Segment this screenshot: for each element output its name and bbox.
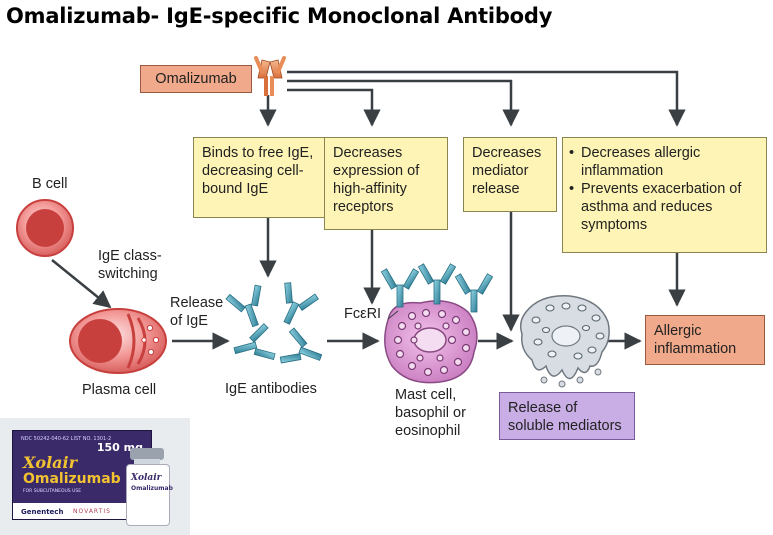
- pack-subtitle: FOR SUBCUTANEOUS USE: [23, 489, 82, 494]
- effect-box-receptors: Decreases expression of high-affinity re…: [324, 137, 448, 230]
- pack-strip: [13, 503, 151, 519]
- pack-maker-novartis: NOVARTIS: [73, 508, 111, 515]
- pack-generic: Omalizumab: [23, 471, 121, 487]
- effect-receptors-text: Decreases expression of high-affinity re…: [333, 145, 420, 215]
- omalizumab-connectors: [259, 70, 686, 127]
- effect-allergic-text-1: Decreases allergic inflammation: [581, 145, 701, 179]
- effect-binds-text: Binds to free IgE, decreasing cell-bound…: [202, 145, 314, 197]
- b-cell-label: B cell: [32, 176, 68, 192]
- degranulating-cell-icon: [519, 295, 610, 388]
- vial-cap: [130, 448, 164, 460]
- mast-cell-label: Mast cell, basophil or eosinophil: [395, 387, 466, 439]
- vial-generic: Omalizumab: [131, 485, 173, 492]
- pack-brand: Xolair: [23, 453, 78, 472]
- pathway-arrows: [51, 259, 642, 350]
- omalizumab-label: Omalizumab: [155, 71, 237, 87]
- plasma-cell-icon: [69, 308, 167, 374]
- effect-arrows: [259, 212, 686, 332]
- ige-antibodies-label: IgE antibodies: [225, 381, 317, 397]
- class-switch-label: IgE class-switching: [98, 248, 162, 282]
- vial-brand: Xolair: [131, 473, 162, 483]
- effect-allergic-bullet-2: •Prevents exacerbation of asthma and red…: [569, 180, 758, 234]
- pack-maker-genentech: Genentech: [21, 508, 64, 516]
- effect-box-mediator: Decreases mediator release: [463, 137, 557, 212]
- allergic-inflammation-box: Allergic inflammation: [645, 315, 765, 365]
- fceri-label: FcεRI: [344, 306, 382, 322]
- omalizumab-antibody-icon: [254, 56, 286, 96]
- vial-neck: [134, 459, 160, 465]
- soluble-mediators-box: Release of soluble mediators: [499, 392, 635, 440]
- xolair-vial: Xolair Omalizumab: [124, 448, 173, 526]
- b-cell-icon: [16, 199, 74, 257]
- mast-cell-icon: [380, 263, 494, 384]
- effect-allergic-bullet-1: •Decreases allergic inflammation: [569, 144, 758, 180]
- plasma-cell-label: Plasma cell: [82, 382, 157, 398]
- allergic-inflammation-text: Allergic inflammation: [654, 323, 737, 357]
- vial-body: Xolair Omalizumab: [126, 464, 173, 526]
- effect-mediator-text: Decreases mediator release: [472, 145, 542, 197]
- omalizumab-label-box: Omalizumab: [140, 65, 252, 93]
- page-title: Omalizumab- IgE-specific Monoclonal Anti…: [6, 4, 553, 28]
- effect-box-binds: Binds to free IgE, decreasing cell-bound…: [193, 137, 342, 218]
- effect-allergic-text-2: Prevents exacerbation of asthma and redu…: [581, 181, 742, 233]
- ige-antibodies-icon: [225, 282, 323, 364]
- pack-ndc: NDC 50242-040-62 LIST NO. 1301-2: [21, 436, 112, 442]
- effect-box-allergic: •Decreases allergic inflammation •Preven…: [562, 137, 767, 253]
- release-ige-label: Release of IgE: [170, 295, 224, 329]
- soluble-mediators-text: Release of soluble mediators: [508, 400, 622, 434]
- xolair-product-image: NDC 50242-040-62 LIST NO. 1301-2 150 mg …: [0, 418, 190, 535]
